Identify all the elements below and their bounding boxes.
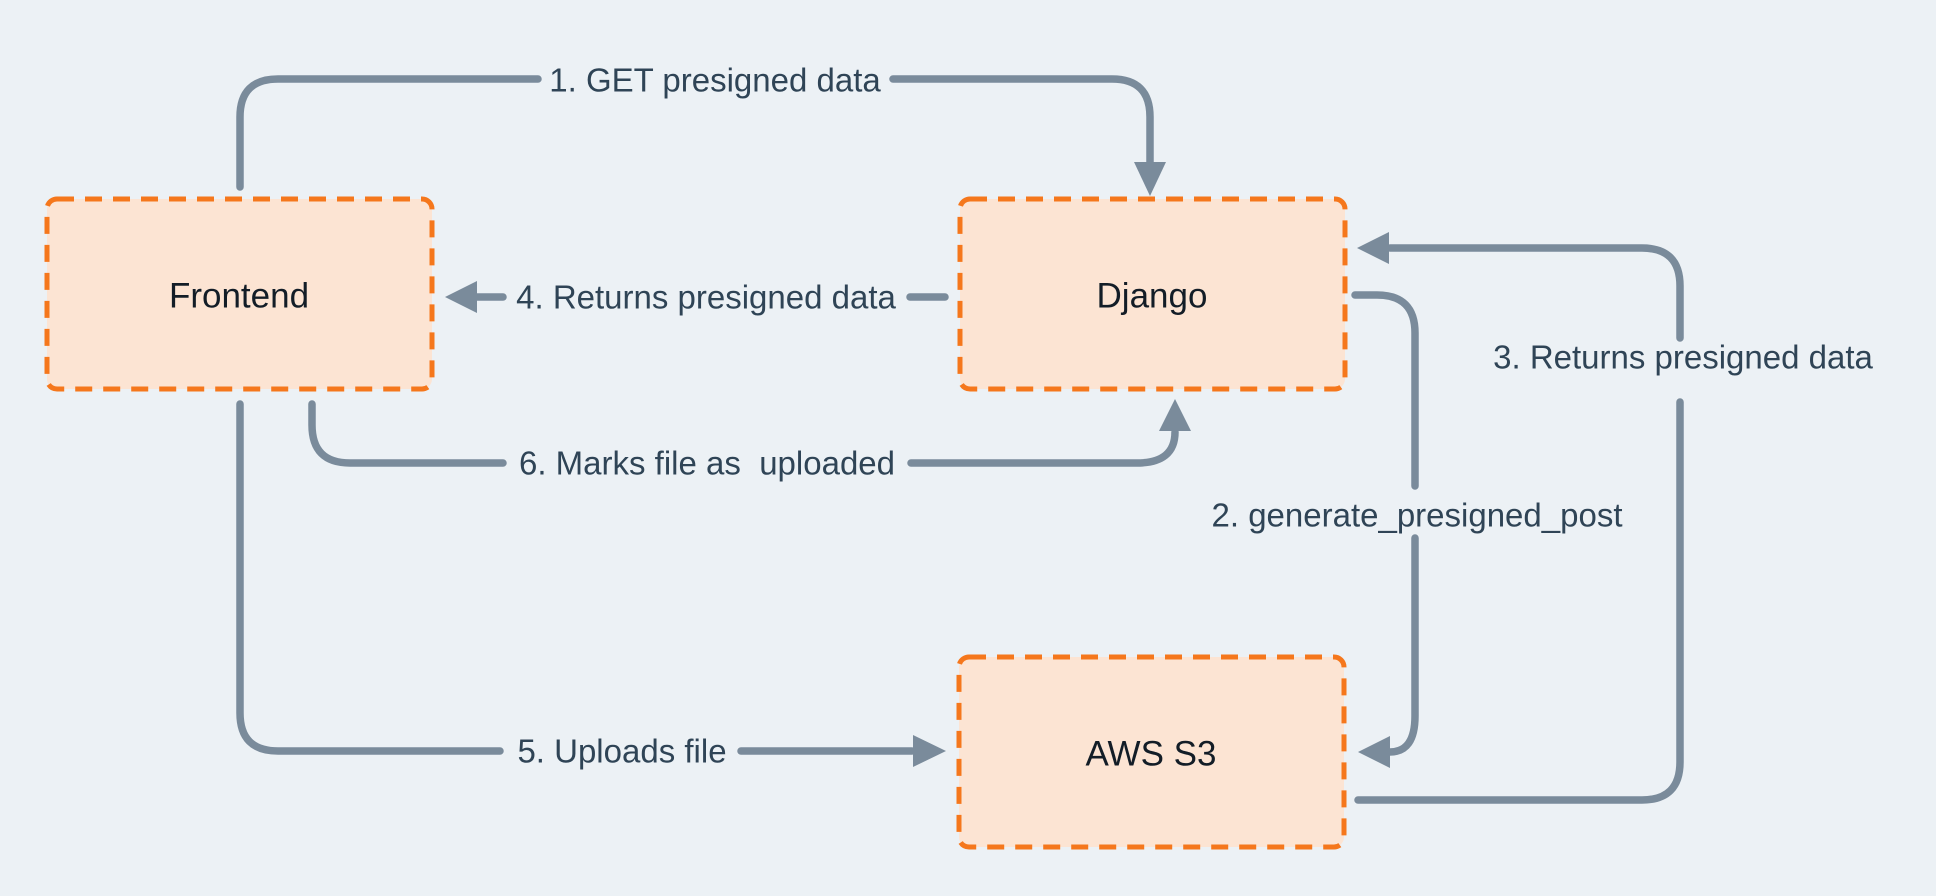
frontend-node: Frontend (44, 196, 435, 392)
edge-1-line-left (236, 75, 542, 191)
edge-6-arrowhead-up-icon (1159, 399, 1191, 431)
edge-1-arrowhead-down-icon (1134, 162, 1166, 196)
frontend-node-box (44, 196, 435, 392)
frontend-node-label: Frontend (169, 277, 309, 316)
edge-returns-presigned-data-to-django: 3. Returns presigned data (1354, 232, 1874, 804)
edge-5-line-left (236, 400, 504, 755)
edge-marks-file-uploaded: 6. Marks file as uploaded (308, 399, 1191, 482)
edge-1-line-right (889, 75, 1154, 168)
django-node: Django (957, 196, 1348, 392)
edge-1-label: 1. GET presigned data (549, 62, 881, 99)
edge-6-line-right (907, 428, 1179, 467)
django-node-box (957, 196, 1348, 392)
aws-s3-node-label: AWS S3 (1086, 735, 1217, 774)
edge-3-line-bottom (1354, 398, 1684, 804)
edge-6-line-left (308, 400, 507, 467)
edge-3-line-top (1386, 244, 1684, 342)
edge-returns-presigned-data-to-frontend: 4. Returns presigned data (445, 279, 949, 316)
aws-s3-node: AWS S3 (956, 654, 1347, 850)
edge-2-line-top (1351, 291, 1419, 490)
edge-2-arrowhead-left-icon (1358, 736, 1390, 768)
edge-6-label: 6. Marks file as uploaded (519, 445, 895, 482)
edge-generate-presigned-post: 2. generate_presigned_post (1212, 291, 1623, 768)
edge-get-presigned-data: 1. GET presigned data (236, 62, 1166, 196)
edge-2-label: 2. generate_presigned_post (1212, 497, 1623, 534)
edge-uploads-file: 5. Uploads file (236, 400, 946, 770)
aws-s3-node-box (956, 654, 1347, 850)
django-node-label: Django (1097, 277, 1208, 316)
edge-5-arrowhead-right-icon (913, 735, 946, 767)
edge-3-label: 3. Returns presigned data (1493, 339, 1873, 376)
edge-3-arrowhead-left-icon (1357, 232, 1389, 264)
edge-5-label: 5. Uploads file (517, 733, 726, 770)
edge-4-arrowhead-left-icon (445, 281, 477, 313)
edge-2-line-bottom (1386, 534, 1419, 756)
edge-4-label: 4. Returns presigned data (516, 279, 896, 316)
